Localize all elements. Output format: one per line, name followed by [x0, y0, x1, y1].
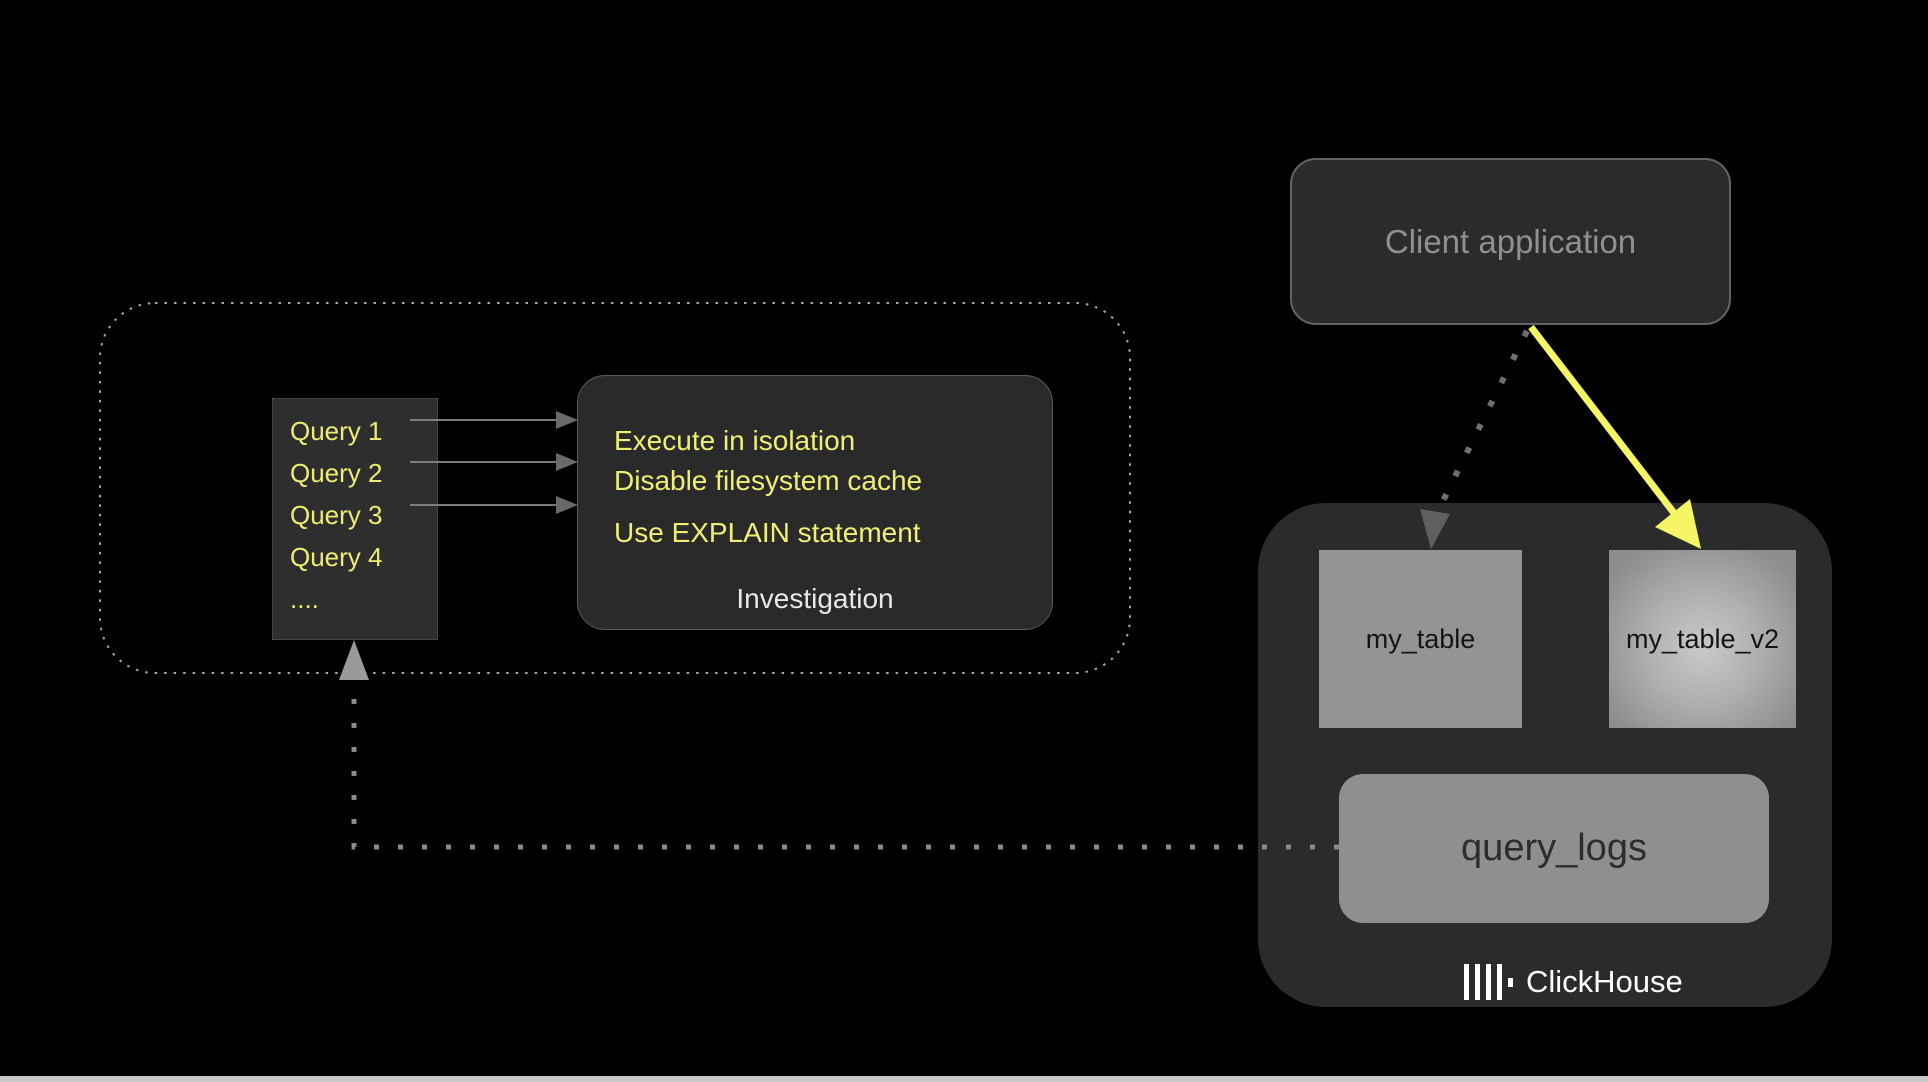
investigation-box: Execute in isolation Disable filesystem … — [577, 375, 1053, 630]
client-application-label: Client application — [1384, 222, 1637, 260]
querylogs-to-queries-dotted-arrow — [339, 640, 1339, 850]
query-list-item: Query 3 — [290, 500, 383, 530]
my-table-v2-label: my_table_v2 — [1625, 623, 1780, 654]
investigation-note: Use EXPLAIN statement — [614, 517, 921, 548]
query-list-item-ellipsis: .... — [290, 584, 319, 614]
clickhouse-logo-icon — [1464, 964, 1513, 1000]
investigation-note: Disable filesystem cache — [614, 465, 923, 496]
query-logs-box: query_logs — [1339, 774, 1769, 923]
query-list-item: Query 2 — [290, 458, 383, 488]
my-table-v2-box: my_table_v2 — [1609, 550, 1796, 728]
query-list-item: Query 4 — [290, 542, 383, 572]
clickhouse-container: my_table my_table_v2 query_logs ClickHou… — [1258, 503, 1832, 1007]
query-logs-label: query_logs — [1461, 827, 1647, 869]
query-list-item: Query 1 — [290, 416, 383, 446]
window-bottom-edge-bar — [0, 1076, 1928, 1082]
my-table-box: my_table — [1319, 550, 1522, 728]
investigation-note: Execute in isolation — [614, 425, 856, 456]
clickhouse-logo: ClickHouse — [1464, 961, 1683, 1003]
client-application-box: Client application — [1290, 158, 1731, 325]
investigation-title: Investigation — [736, 583, 894, 614]
clickhouse-logo-text: ClickHouse — [1526, 964, 1683, 999]
query-list-box: Query 1 Query 2 Query 3 Query 4 .... — [272, 398, 438, 640]
investigation-notes: Execute in isolation Disable filesystem … — [614, 421, 922, 553]
my-table-label: my_table — [1365, 623, 1476, 654]
